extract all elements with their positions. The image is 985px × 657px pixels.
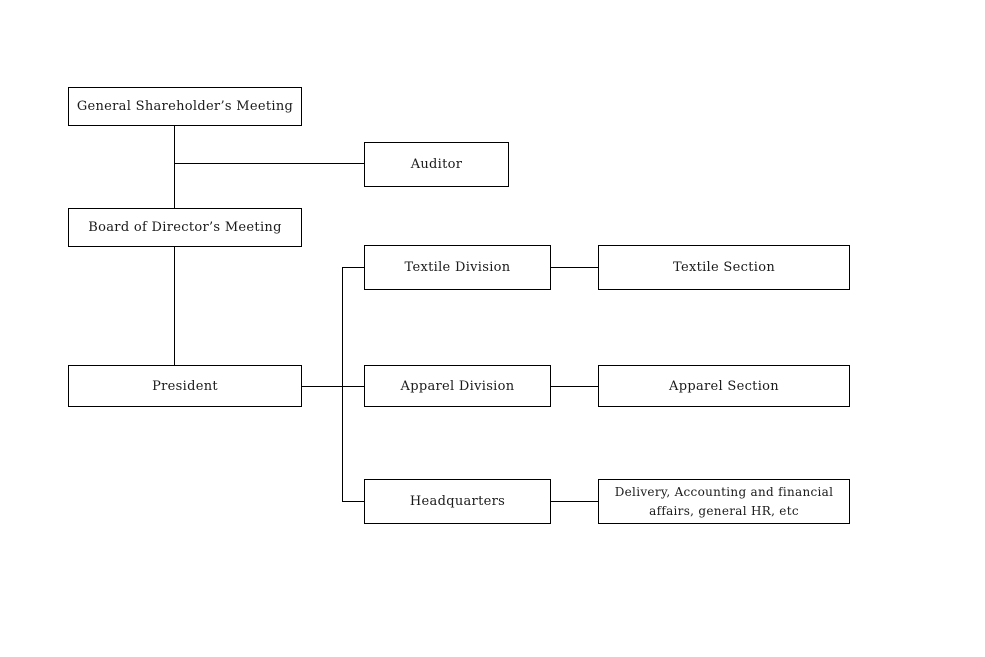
apparel-section-box: Apparel Section [598,365,850,407]
apparel-section-label: Apparel Section [669,378,779,394]
connector-to-headquarters [342,501,365,503]
connector-textile-division-to-section [549,267,600,269]
textile-section-label: Textile Section [672,260,775,275]
hq-functions-box: Delivery, Accounting and financial affai… [598,479,850,524]
headquarters-box: Headquarters [364,479,551,524]
textile-section-box: Textile Section [598,245,850,290]
headquarters-label: Headquarters [409,494,506,509]
connector-apparel-division-to-section [549,386,600,388]
president-box: President [68,365,302,407]
connector-board-to-president [174,245,176,366]
textile-division-box: Textile Division [364,245,551,290]
connector-shareholders-to-board [174,125,176,209]
connector-divisions-trunk [342,267,344,502]
hq-functions-line-1: Delivery, Accounting and financial [614,484,834,499]
auditor-box: Auditor [364,142,509,187]
apparel-division-box: Apparel Division [364,365,551,407]
hq-functions-line-2: affairs, general HR, etc [649,503,799,518]
connector-president-to-divisions [301,386,365,388]
connector-to-textile-division [342,267,365,269]
hq-functions-text: Delivery, Accounting and financial affai… [615,483,834,521]
auditor-label: Auditor [410,157,463,172]
board-meeting-label: Board of Director’s Meeting [88,220,282,235]
president-label: President [152,378,218,394]
connector-headquarters-to-functions [549,501,600,503]
shareholders-meeting-label: General Shareholder’s Meeting [76,99,294,114]
textile-division-label: Textile Division [404,260,511,275]
apparel-division-label: Apparel Division [400,378,515,394]
connector-to-auditor [174,163,365,165]
board-meeting-box: Board of Director’s Meeting [68,208,302,247]
shareholders-meeting-box: General Shareholder’s Meeting [68,87,302,126]
